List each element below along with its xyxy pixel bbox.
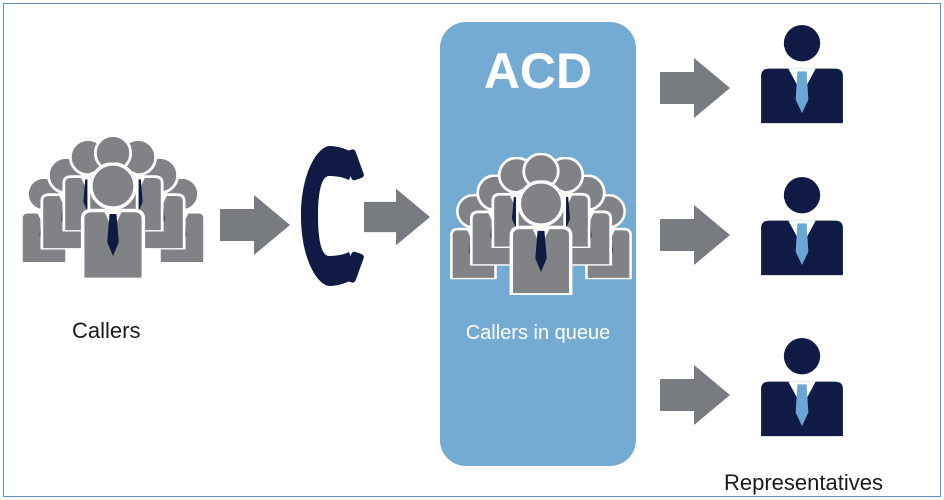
representative-person-icon xyxy=(761,338,843,437)
arrow-right-icon xyxy=(660,58,730,118)
representatives-label: Representatives xyxy=(724,470,883,495)
phone-handset-icon xyxy=(301,146,364,286)
arrow-right-icon xyxy=(220,195,290,255)
arrow-right-icon xyxy=(364,188,430,246)
callers-group-icon xyxy=(21,135,204,279)
callers-label: Callers xyxy=(72,318,141,343)
queue-label: Callers in queue xyxy=(465,322,611,344)
acd-title: ACD xyxy=(483,43,593,99)
arrow-right-icon xyxy=(660,205,730,265)
arrow-right-icon xyxy=(660,365,730,425)
representative-person-icon xyxy=(761,25,843,124)
representative-person-icon xyxy=(761,177,843,276)
